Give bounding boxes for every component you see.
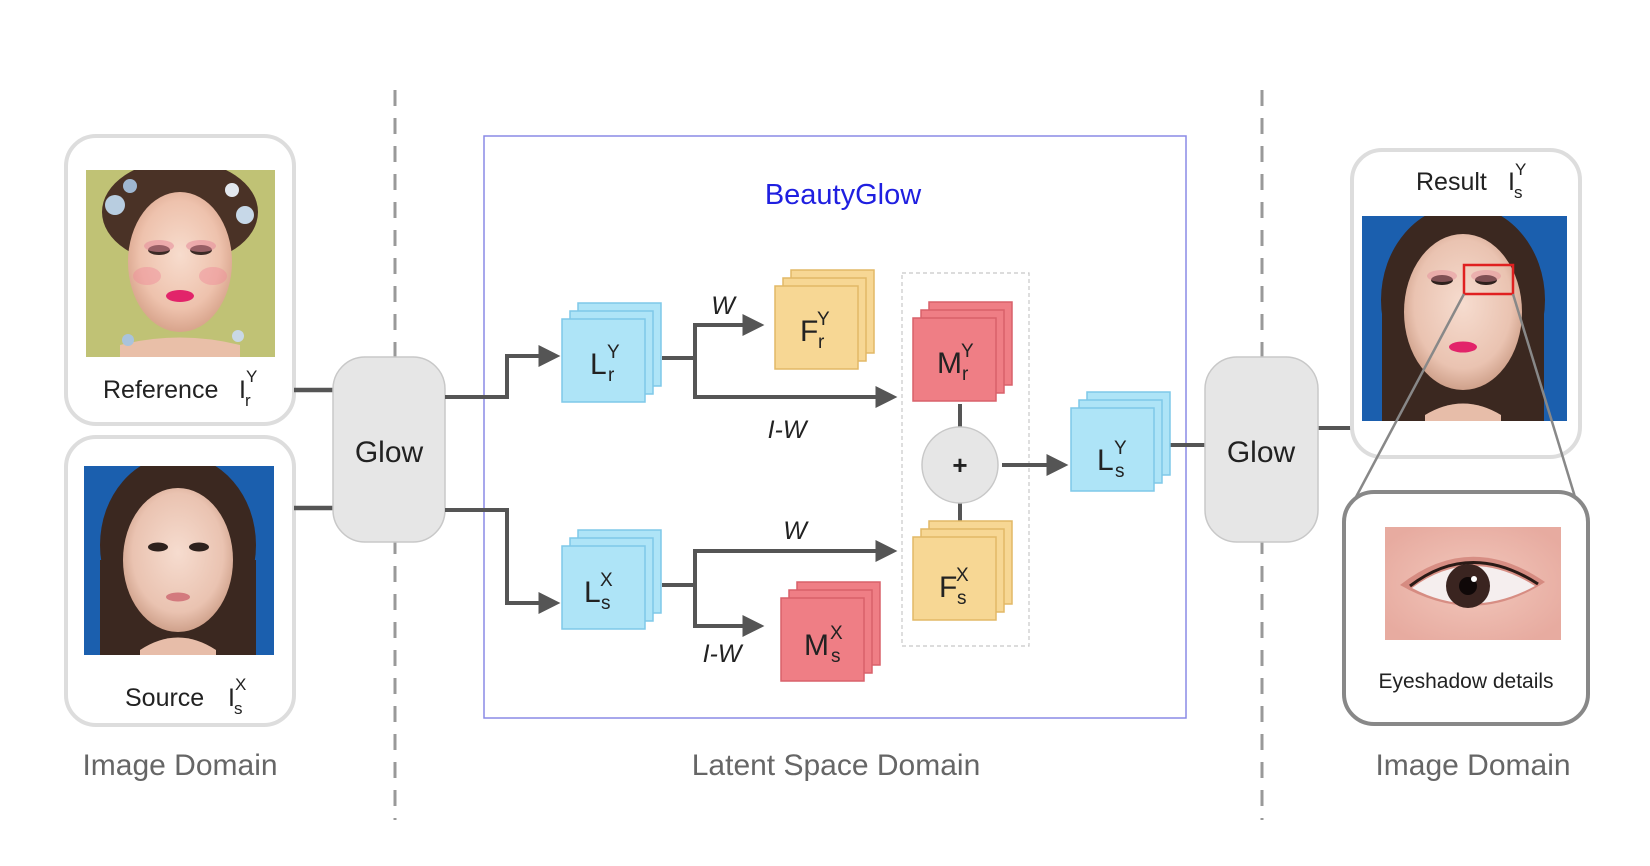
edge-Ls-to-fusion [693,540,898,585]
mask-Ms-stack: M X s [780,581,881,682]
svg-text:L: L [590,348,607,381]
svg-text:Glow: Glow [1227,436,1296,469]
edge-glow-to-Ls [445,508,561,614]
svg-text:s: s [957,588,967,609]
svg-text:M: M [804,629,829,662]
svg-text:Glow: Glow [355,436,424,469]
svg-text:I: I [1508,168,1515,196]
svg-text:Y: Y [246,367,257,386]
glow-decoder-block: Glow [1204,356,1319,543]
domain-label-middle: Latent Space Domain [692,749,981,782]
result-face-image [1362,216,1567,421]
svg-text:s: s [1514,183,1523,202]
svg-text:r: r [962,364,969,385]
edge-Lr-to-Fr [693,314,765,358]
svg-text:r: r [245,391,251,410]
svg-text:Reference: Reference [103,376,218,404]
edge-glow-to-Lr [445,345,561,399]
zoom-highlight-box [1462,263,1515,296]
domain-label-left: Image Domain [82,749,277,782]
svg-text:Source: Source [125,684,204,712]
feature-Fs-stack: F X s [912,520,1013,621]
svg-text:I: I [228,684,235,712]
svg-text:Y: Y [1515,160,1526,179]
latent-Lout-stack: L Y s [1070,391,1171,492]
eyeshadow-detail-card: Eyeshadow details [1342,490,1590,726]
feature-Fr-stack: F Y r [774,269,875,370]
svg-text:r: r [818,332,825,353]
zoom-line-left [1354,293,1466,498]
eyeshadow-detail-caption: Eyeshadow details [1378,670,1553,693]
op-iw-top: I-W [768,416,809,444]
mask-Mr-stack: M Y r [912,301,1013,402]
domain-label-right: Image Domain [1375,749,1570,782]
latent-Lr-stack: L Y r [561,302,662,403]
svg-text:X: X [600,570,613,591]
svg-text:X: X [830,623,843,644]
svg-text:L: L [1097,444,1114,477]
glow-encoder-block: Glow [332,356,446,543]
svg-text:s: s [601,593,611,614]
fusion-group [901,272,1030,647]
reference-card: Reference I Y r [64,134,296,426]
source-face-image [84,466,274,655]
svg-text:s: s [234,699,243,718]
edge-Ls-to-Ms [693,585,765,637]
svg-text:I: I [239,376,246,404]
reference-label: Reference I Y r [103,367,257,410]
svg-text:Y: Y [817,309,830,330]
edge-Lr-to-fusion [693,358,898,408]
result-label: Result I Y s [1416,160,1526,202]
eye-closeup-image [1385,527,1561,640]
svg-text:X: X [956,565,969,586]
source-label: Source I X s [125,675,246,718]
svg-text:F: F [800,315,818,348]
op-w-top: W [711,292,737,320]
beautyglow-title: BeautyGlow [765,179,922,211]
svg-text:F: F [939,571,957,604]
svg-text:r: r [608,365,615,386]
svg-text:X: X [235,675,246,694]
op-w-bottom: W [783,517,809,545]
svg-text:+: + [952,450,967,480]
svg-text:L: L [584,576,601,609]
result-card: Result I Y s [1350,148,1582,459]
svg-text:s: s [1115,461,1125,482]
zoom-line-right [1511,293,1577,498]
reference-face-image [86,170,275,357]
svg-text:s: s [831,646,841,667]
svg-text:Y: Y [1114,438,1127,459]
svg-text:Y: Y [607,342,620,363]
edges [445,314,1352,637]
svg-text:M: M [937,347,962,380]
sum-node: + [921,426,999,504]
source-card: Source I X s [64,435,296,727]
svg-text:Y: Y [961,341,974,362]
latent-Ls-stack: L X s [561,529,662,630]
op-iw-bottom: I-W [703,640,744,668]
beautyglow-frame [483,135,1187,719]
svg-text:Result: Result [1416,168,1487,196]
